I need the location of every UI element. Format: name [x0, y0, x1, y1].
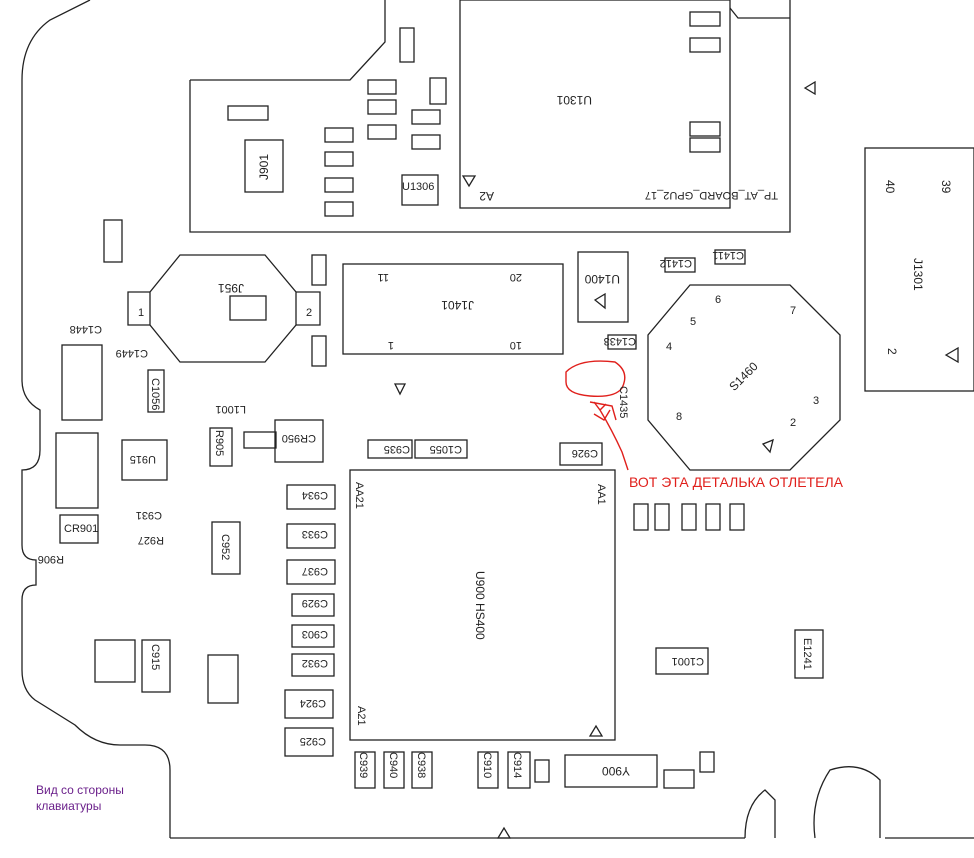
- component-label: C910: [481, 752, 493, 778]
- annotation-marker: [565, 360, 629, 471]
- component-label: C1433: [604, 335, 636, 347]
- cr901-body: [59, 514, 99, 544]
- s1460-body: [647, 284, 841, 471]
- y900-ref: Y900: [602, 764, 630, 778]
- u1301-pin-a2: A2: [479, 189, 494, 203]
- component-label: C935: [384, 443, 410, 455]
- e1241-body: [794, 629, 824, 679]
- cr901-ref: CR901: [64, 523, 98, 535]
- s1460-pin-3: 3: [813, 395, 819, 407]
- cr950-ref: CR950: [282, 432, 316, 444]
- component-label: C1001: [672, 655, 704, 667]
- j951-ref: J951: [218, 281, 244, 295]
- j951-pin-2: 2: [306, 307, 312, 319]
- component-label: C1056: [149, 378, 161, 410]
- board-outline: [21, 0, 171, 838]
- view-side-label: Вид со стороны клавиатуры: [36, 782, 124, 814]
- view-side-line2: клавиатуры: [36, 799, 102, 813]
- j1401-body: [342, 263, 564, 355]
- j951-pin-1: 1: [138, 307, 144, 319]
- j1301-pin-2: 2: [885, 348, 899, 355]
- u900-pin-a21: A21: [355, 706, 367, 726]
- s1460-pin-8: 8: [676, 411, 682, 423]
- j1301-body: [864, 147, 974, 392]
- component-label: C1412: [660, 257, 692, 269]
- u1306-ref: U1306: [402, 181, 434, 193]
- board-outline-right: [744, 766, 881, 839]
- s1460-pin-6: 6: [715, 294, 721, 306]
- u1301-body: [459, 0, 731, 209]
- j1401-ref: J1401: [441, 298, 474, 312]
- j1401-pin-10: 10: [510, 339, 522, 351]
- component-label: C937: [302, 565, 328, 577]
- shield-outline: [189, 0, 791, 233]
- u1400-body: [577, 251, 629, 323]
- annotation-label: ВОТ ЭТА ДЕТАЛЬКА ОТЛЕТЕЛА: [629, 474, 843, 490]
- component-label: C915: [149, 644, 161, 670]
- component-label: C933: [302, 528, 328, 540]
- u900-ref: U900 HS400: [473, 571, 487, 640]
- s1460-pin-7: 7: [790, 305, 796, 317]
- component-label: C924: [300, 697, 326, 709]
- view-side-line1: Вид со стороны: [36, 783, 124, 797]
- u900-pin-aa21: AA21: [353, 482, 365, 509]
- component-label: C1448: [70, 323, 102, 335]
- j901-ref: J901: [257, 154, 271, 180]
- u915-body: [121, 439, 168, 481]
- y900-body: [564, 754, 658, 788]
- j1401-pin-11: 11: [378, 271, 389, 283]
- u915-ref: U915: [130, 453, 156, 465]
- component-label: C939: [357, 752, 369, 778]
- component-label: C940: [387, 752, 399, 778]
- u1301-ref: U1301: [556, 93, 592, 107]
- component-label: C1449: [116, 347, 148, 359]
- tp-label: TP_AT_BOARD_GPU2_17: [645, 189, 778, 201]
- u1400-ref: U1400: [584, 272, 620, 286]
- component-label: C938: [415, 752, 427, 778]
- j1401-pin-20: 20: [510, 271, 522, 283]
- component-label: R927: [138, 534, 164, 546]
- e1241-ref: E1241: [801, 638, 813, 670]
- component-label: C914: [511, 752, 523, 778]
- j951-body: [149, 254, 297, 363]
- j1401-pin-1: 1: [388, 339, 394, 351]
- component-label: C903: [302, 628, 328, 640]
- component-label: L1001: [215, 403, 246, 415]
- component-label: C929: [302, 597, 328, 609]
- j901-body: [244, 139, 284, 193]
- j1301-ref: J1301: [911, 258, 925, 291]
- component-label: R906: [38, 553, 64, 565]
- component-label: C926: [572, 447, 598, 459]
- u900-pin-aa1: AA1: [595, 484, 607, 505]
- s1460-pin-2: 2: [790, 417, 796, 429]
- component-label: C925: [300, 735, 326, 747]
- component-label: C931: [136, 509, 162, 521]
- s1460-ref: S1460: [726, 359, 761, 394]
- component-label: C1055: [430, 443, 462, 455]
- u900-body: [349, 469, 616, 741]
- s1460-pin-4: 4: [666, 341, 672, 353]
- component-label: C952: [219, 534, 231, 560]
- component-label: R905: [213, 430, 225, 456]
- component-label: C934: [302, 489, 328, 501]
- j1301-pin-40: 40: [883, 180, 897, 194]
- component-label: C1435: [617, 386, 629, 418]
- component-label: C1411: [712, 249, 744, 261]
- j1301-pin-39: 39: [939, 180, 953, 194]
- s1460-pin-5: 5: [690, 316, 696, 328]
- u1306-body: [401, 174, 439, 206]
- component-label: C932: [302, 657, 328, 669]
- cr950-body: [274, 419, 324, 463]
